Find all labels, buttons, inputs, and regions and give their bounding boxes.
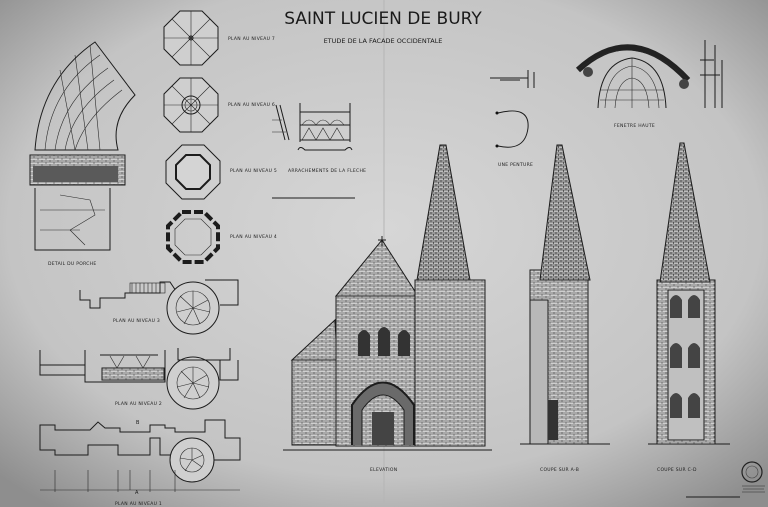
sheet-subtitle: ETUDE DE LA FACADE OCCIDENTALE <box>324 37 443 45</box>
plan-level-6 <box>163 77 219 133</box>
elevation-arched-windows <box>358 327 410 356</box>
penture-label: UNE PENTURE <box>498 162 533 168</box>
elevation-label: ELEVATION <box>370 467 397 473</box>
plan-level-4-label: PLAN AU NIVEAU 4 <box>230 234 277 240</box>
archive-stamp <box>741 461 765 493</box>
plan-level-7-label: PLAN AU NIVEAU 7 <box>228 36 275 42</box>
plan-level-5-label: PLAN AU NIVEAU 5 <box>230 168 277 174</box>
coupe-cd-label: COUPE SUR C-D <box>657 467 697 473</box>
plan-level-1-label: PLAN AU NIVEAU 1 <box>115 501 162 507</box>
fenetre-haute-label: FENETRE HAUTE <box>614 123 655 129</box>
arrachements-drawing <box>272 103 355 199</box>
sheet-title: SAINT LUCIEN DE BURY <box>284 9 482 29</box>
plan-level-4 <box>166 210 220 264</box>
octagonal-plans: PLAN AU NIVEAU 7 PLAN AU NIVEAU 6 PLAN A… <box>163 10 277 264</box>
porch-detail-label: DETAIL DU PORCHE <box>48 261 97 267</box>
porch-detail <box>29 41 136 251</box>
penture-drawing <box>490 70 535 148</box>
plan-level-1: A B <box>39 419 241 496</box>
arrachements-label: ARRACHEMENTS DE LA FLECHE <box>288 168 366 174</box>
plan-level-7 <box>163 10 219 66</box>
plan-level-6-label: PLAN AU NIVEAU 6 <box>228 102 275 108</box>
elevation-drawing <box>283 144 492 451</box>
plan-level-3 <box>79 279 239 335</box>
plan-level-2 <box>39 348 239 410</box>
plan-level-3-label: PLAN AU NIVEAU 3 <box>113 318 160 324</box>
plan-level-5 <box>165 144 221 200</box>
coupe-ab-drawing <box>520 144 610 445</box>
fenetre-haute-drawing <box>575 40 723 109</box>
coupe-cd-drawing <box>648 142 730 445</box>
coupe-ab-label: COUPE SUR A-B <box>540 467 579 473</box>
section-marker-a: A <box>135 490 139 496</box>
section-marker-b: B <box>136 420 140 426</box>
plan-level-2-label: PLAN AU NIVEAU 2 <box>115 401 162 407</box>
